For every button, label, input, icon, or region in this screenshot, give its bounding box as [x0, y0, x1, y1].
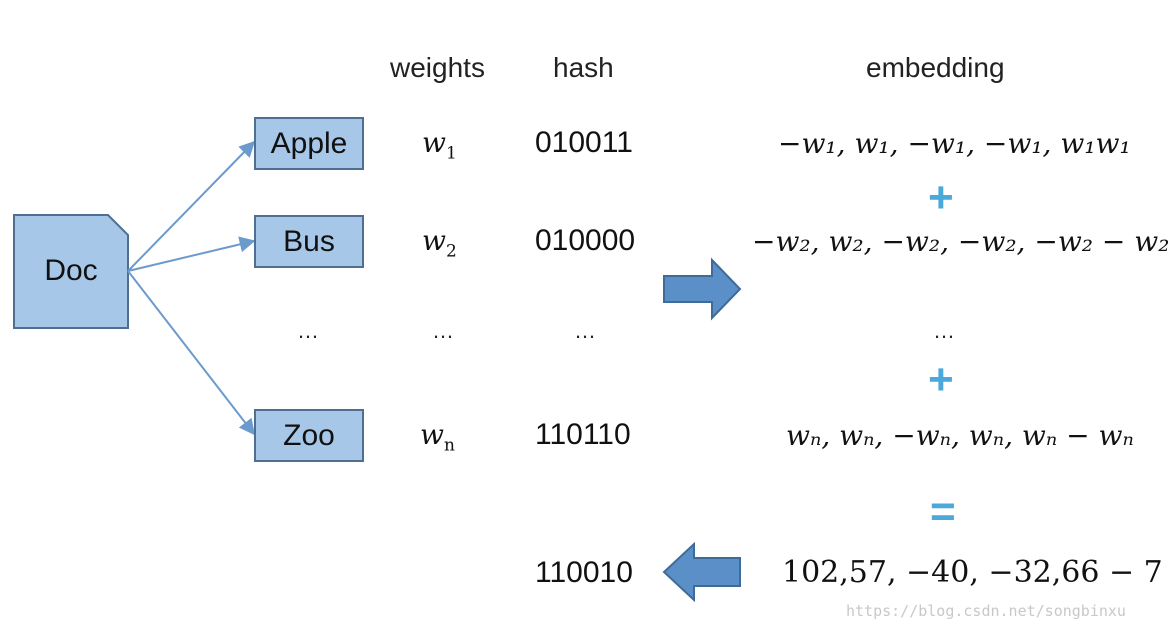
big-right-arrow: [663, 257, 742, 321]
word-box-zoo: Zoo: [254, 409, 364, 462]
header-embedding: embedding: [866, 52, 1005, 83]
ellipsis-hash: …: [574, 318, 596, 343]
plus-operator-1: +: [928, 173, 954, 222]
weight-w2: w2: [422, 224, 457, 262]
hash-bus: 010000: [535, 224, 636, 257]
ellipsis-embedding: …: [933, 318, 955, 343]
result-hash: 110010: [535, 556, 633, 589]
word-label: Bus: [283, 224, 335, 258]
arrow-doc-to-bus: [127, 236, 256, 272]
word-label: Zoo: [283, 418, 335, 452]
embedding-row-1: −w₁, w₁, −w₁, −w₁, w₁w₁: [778, 127, 1131, 160]
ellipsis-weights: …: [432, 318, 454, 343]
doc-label: Doc: [44, 254, 98, 287]
plus-operator-2: +: [928, 355, 954, 404]
arrow-doc-to-zoo: [127, 270, 255, 436]
arrow-doc-to-apple: [127, 140, 256, 272]
hash-zoo: 110110: [535, 418, 631, 451]
embedding-row-n: wₙ, wₙ, −wₙ, wₙ, wₙ − wₙ: [786, 419, 1134, 452]
embedding-sum: 102,57, −40, −32,66 − 7: [782, 555, 1163, 590]
hash-apple: 010011: [535, 126, 633, 159]
embedding-row-2: −w₂, w₂, −w₂, −w₂, −w₂ − w₂: [752, 225, 1168, 258]
header-hash: hash: [553, 52, 614, 83]
ellipsis-words: …: [297, 318, 319, 343]
word-label: Apple: [270, 126, 348, 160]
word-box-apple: Apple: [254, 117, 364, 170]
watermark: https://blog.csdn.net/songbinxu: [846, 602, 1126, 620]
doc-shape: [13, 214, 129, 329]
header-weights: weights: [390, 52, 485, 83]
big-left-arrow: [662, 541, 741, 603]
equals-operator: =: [930, 487, 956, 536]
word-box-bus: Bus: [254, 215, 364, 268]
weight-wn: wn: [420, 418, 455, 456]
weight-w1: w1: [422, 126, 457, 164]
